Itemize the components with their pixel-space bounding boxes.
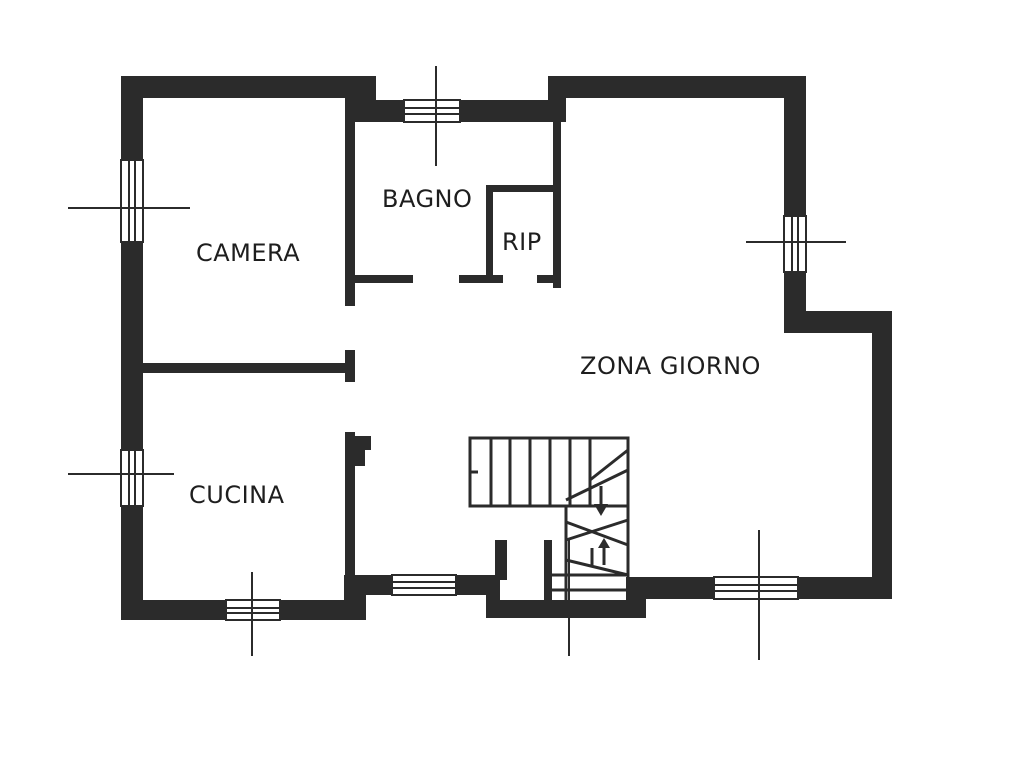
window-bottom-zona-giorno	[713, 530, 799, 660]
room-label-rip: RIP	[502, 228, 542, 256]
wall-right-lower	[872, 311, 892, 599]
wall-left	[121, 76, 143, 620]
wall-bottom-stair	[486, 600, 646, 618]
wall-stair-stub	[495, 540, 507, 580]
wall-cucina-right	[345, 432, 355, 582]
stair-arrow-icon	[598, 538, 610, 548]
wall-bagno-bottom-left	[345, 275, 413, 283]
wall-camera-cucina-end	[345, 350, 355, 382]
staircase	[468, 436, 630, 600]
window-top-bagno	[403, 66, 461, 166]
wall-bagno-bottom-mid	[459, 275, 503, 283]
room-label-cucina: CUCINA	[189, 481, 285, 509]
wall-camera-cucina	[140, 363, 354, 373]
wall-rip-top	[486, 185, 556, 192]
stair-arrow-icon	[594, 504, 608, 516]
window-bottom-cucina	[225, 572, 281, 656]
wall-right-upper	[784, 76, 806, 331]
room-label-camera: CAMERA	[196, 239, 300, 267]
window-left-camera	[68, 159, 190, 243]
exterior-walls	[121, 76, 892, 620]
wall-top-right	[548, 76, 804, 98]
window-right-zona-giorno	[746, 215, 846, 273]
wall-cucina-jamb2	[355, 436, 365, 466]
wall-rip-left	[486, 185, 493, 280]
window-bottom-hall	[391, 574, 457, 596]
room-label-zona-giorno: ZONA GIORNO	[580, 352, 761, 380]
wall-top-left	[121, 76, 376, 98]
wall-bagno-right	[553, 98, 561, 288]
interior-walls	[140, 98, 561, 602]
wall-stair-left	[544, 540, 552, 602]
windows	[68, 66, 846, 660]
wall-bottom-left-step	[344, 575, 366, 620]
room-label-bagno: BAGNO	[382, 185, 472, 213]
wall-bagno-bottom-right	[537, 275, 559, 283]
wall-camera-bagno	[345, 98, 355, 306]
room-labels: CAMERA BAGNO RIP ZONA GIORNO CUCINA	[189, 185, 761, 509]
window-left-cucina	[68, 449, 174, 507]
wall-right-jog	[784, 311, 892, 333]
